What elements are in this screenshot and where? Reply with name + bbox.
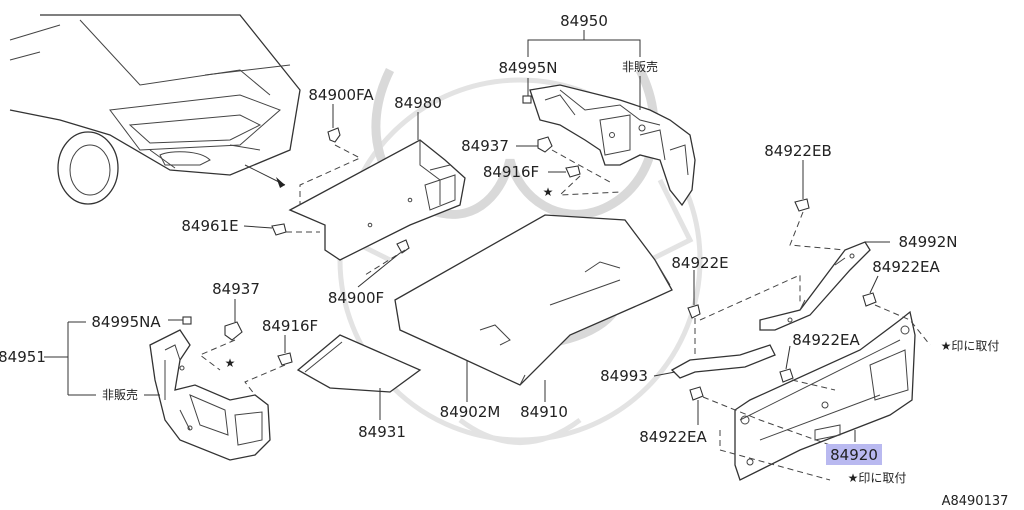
label-84920: 84920 (830, 446, 878, 464)
clip-84900F (396, 239, 410, 254)
trunk-box-84950 (529, 84, 696, 207)
clip-84922EA-1 (862, 292, 877, 307)
label-84922EA-1: 84922EA (872, 258, 940, 276)
diagram-code: A8490137 (942, 494, 1009, 509)
clip-84922EA-3 (689, 386, 704, 401)
trunk-floor-mat-84910 (394, 214, 673, 386)
star-marker-left: ★ (225, 356, 236, 370)
leader-lines (44, 30, 890, 442)
label-84922EA-3: 84922EA (639, 428, 707, 446)
label-84902M: 84902M (440, 403, 501, 421)
label-84900F: 84900F (328, 289, 384, 307)
label-84922EA-2: 84922EA (792, 331, 860, 349)
part-labels: 84950 84995N 非販売 84900FA 84980 84937 849… (0, 12, 1008, 509)
label-84910: 84910 (520, 403, 568, 421)
highlight-84920 (826, 444, 882, 465)
trunk-box-84951 (149, 329, 271, 461)
label-jp-mount-2: ★印に取付 (848, 471, 907, 485)
clip-84937-top (537, 136, 553, 153)
trunk-rail-84992N (759, 241, 871, 331)
label-84931: 84931 (358, 423, 406, 441)
label-jp-mount-1: ★印に取付 (941, 339, 1000, 353)
star-marker-top: ★ (543, 185, 554, 199)
label-84937-top: 84937 (461, 137, 509, 155)
clip-84922EB (794, 198, 810, 212)
label-hibanbai-left: 非販売 (102, 387, 138, 402)
clip-84995N (522, 95, 532, 104)
clip-84961E (271, 223, 287, 236)
clip-84995NA (182, 316, 192, 325)
label-hibanbai-top: 非販売 (622, 59, 658, 74)
clip-84922E (687, 304, 701, 319)
label-84951: 84951 (0, 348, 46, 366)
clip-84916F-top (565, 165, 581, 178)
label-84992N: 84992N (899, 233, 958, 251)
label-84995N: 84995N (499, 59, 558, 77)
trunk-side-trim-84980 (288, 139, 466, 261)
label-84922EB: 84922EB (764, 142, 832, 160)
clip-84916F-left (277, 352, 293, 366)
label-84980: 84980 (394, 94, 442, 112)
label-84916F-top: 84916F (483, 163, 539, 181)
clip-84937-left (224, 321, 243, 341)
label-84993: 84993 (600, 367, 648, 385)
clip-84900FA (327, 127, 341, 143)
car-illustration (9, 14, 301, 205)
label-84916F-left: 84916F (262, 317, 318, 335)
trunk-sub-mat-84931 (296, 334, 422, 393)
label-84995NA: 84995NA (91, 313, 161, 331)
rear-finisher-84920 (734, 310, 916, 481)
label-84900FA: 84900FA (308, 86, 374, 104)
label-84922E: 84922E (671, 254, 728, 272)
trunk-rail-84993 (670, 344, 776, 379)
label-84950: 84950 (560, 12, 608, 30)
label-84961E: 84961E (181, 217, 238, 235)
clip-84922EA-2 (779, 368, 794, 383)
label-84937-left: 84937 (212, 280, 260, 298)
